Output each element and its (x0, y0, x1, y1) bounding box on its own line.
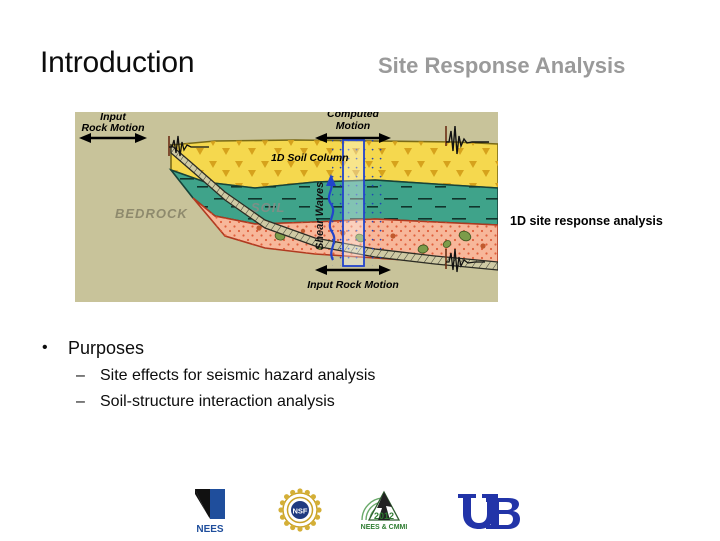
site-response-diagram: SOIL (75, 112, 498, 302)
computed-motion-label-line1: Computed (327, 112, 379, 120)
page-subtitle: Site Response Analysis (378, 53, 626, 78)
bullet-text: Purposes (68, 338, 145, 358)
cmmi-logo: 2012 NEES & CMMI (356, 486, 412, 541)
bullet-list: • Purposes – Site effects for seismic ha… (38, 335, 638, 415)
computed-motion-arrow (315, 133, 391, 143)
input-rock-motion-bottom-label: Input Rock Motion (307, 279, 399, 291)
slide-header: Introduction Site Response Analysis (0, 0, 720, 100)
computed-motion-label-line2: Motion (336, 120, 370, 132)
shear-wave-arrow (326, 174, 336, 261)
shear-waves-label: Shear Waves (314, 182, 326, 250)
bullet-text: Site effects for seismic hazard analysis (100, 367, 376, 384)
soil-column-box (342, 139, 365, 267)
figure-caption: 1D site response analysis (510, 214, 663, 228)
site-response-figure: SOIL (75, 112, 498, 302)
soil-column-label: 1D Soil Column (271, 152, 349, 164)
bullet-marker: • (42, 339, 48, 356)
input-motion-label-line1: Input (100, 112, 126, 123)
dash-marker: – (76, 393, 85, 410)
seismograph-trace-surface (445, 125, 489, 155)
seismograph-trace-left (168, 135, 209, 157)
soil-column (332, 139, 384, 267)
cmmi-logo-year: 2012 (374, 511, 394, 521)
input-motion-label-line2: Rock Motion (82, 122, 145, 134)
soil-label: SOIL (251, 200, 285, 215)
bullet-text: Soil-structure interaction analysis (100, 393, 335, 410)
nsf-logo-text: NSF (293, 507, 308, 516)
bedrock-label: BEDROCK (115, 206, 188, 221)
nees-logo: NEES (186, 486, 234, 541)
page-title: Introduction (40, 46, 195, 79)
dash-marker: – (76, 367, 85, 384)
seismograph-trace-bedrock (445, 248, 485, 273)
bullet-soil-structure: – Soil-structure interaction analysis (38, 389, 638, 414)
cmmi-logo-text: NEES & CMMI (361, 524, 408, 531)
bullet-site-effects: – Site effects for seismic hazard analys… (38, 363, 638, 388)
nsf-logo: NSF (276, 486, 324, 541)
logo-row: NEES NSF (0, 486, 720, 538)
ub-logo (452, 486, 524, 541)
input-motion-arrow-bottom (315, 265, 391, 275)
input-motion-arrow-left (79, 133, 147, 143)
bullet-purposes: • Purposes (38, 335, 638, 361)
nees-logo-text: NEES (196, 524, 224, 535)
